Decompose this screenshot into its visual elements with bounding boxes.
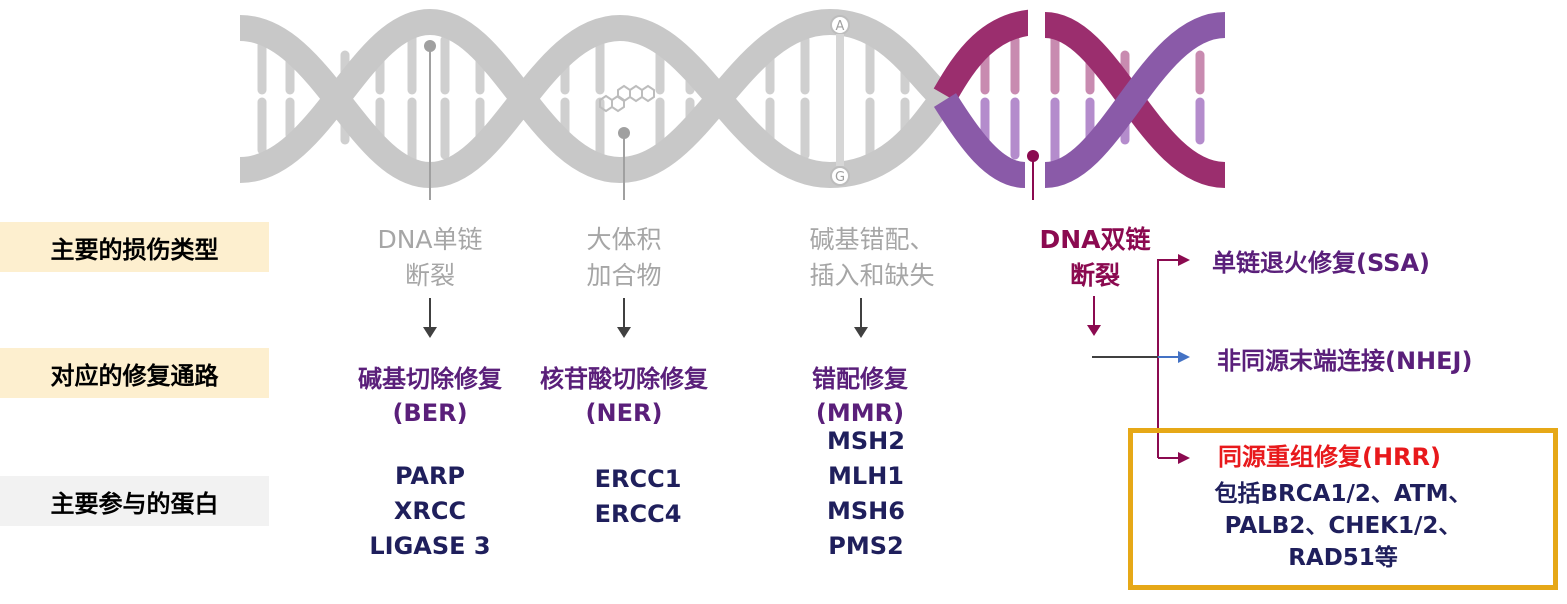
pathway-nhej: 非同源末端连接(NHEJ) — [1217, 347, 1473, 375]
damage-type-dsb: DNA双链断裂 — [1039, 225, 1151, 290]
row-label-proteins: 主要参与的蛋白 — [0, 476, 269, 526]
arrow-down-mmr — [854, 298, 868, 338]
arrow-down-ber — [423, 298, 437, 338]
pathway-hrr: 同源重组修复(HRR) — [1218, 443, 1441, 471]
damage-type-ssb: DNA单链断裂 — [377, 225, 483, 290]
lesion-markers: A G — [424, 15, 1039, 200]
damage-type-bulky-adduct: 大体积加合物 — [586, 225, 662, 290]
dna-backbone-color — [933, 9, 1227, 188]
pathway-ber: 碱基切除修复(BER) — [358, 365, 502, 427]
arrow-down-ner — [617, 298, 631, 338]
pathway-ssa: 单链退火修复(SSA) — [1212, 249, 1431, 277]
hrr-protein-list: 包括BRCA1/2、ATM、 PALB2、CHEK1/2、 RAD51等 — [1214, 481, 1472, 571]
svg-text:G: G — [835, 170, 845, 185]
arrow-down-dsb — [1087, 296, 1101, 336]
hrr-highlight-box — [1128, 428, 1558, 590]
dna-helix-illustration: A G — [238, 5, 1227, 200]
pathway-ner: 核苷酸切除修复(NER) — [540, 365, 708, 427]
damage-type-mismatch: 碱基错配、插入和缺失 — [809, 225, 935, 290]
row-label-damage-type: 主要的损伤类型 — [0, 222, 269, 272]
pathway-mmr: 错配修复(MMR) — [812, 365, 908, 427]
row-label-repair-pathway: 对应的修复通路 — [0, 348, 269, 398]
svg-text:A: A — [836, 19, 845, 34]
dsb-branch-connectors — [1092, 254, 1190, 464]
